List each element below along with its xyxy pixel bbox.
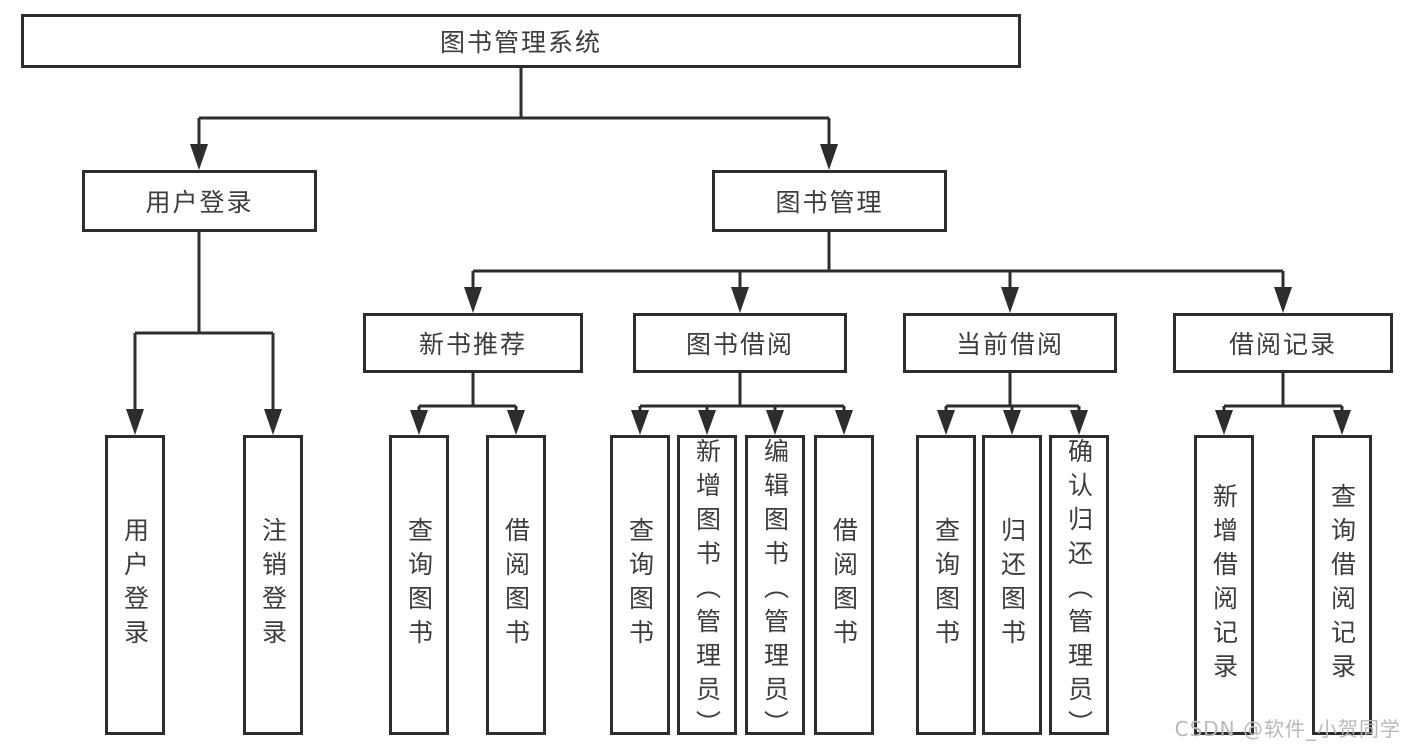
node-label: 注销登录 xyxy=(258,517,288,653)
leaf-add-book-admin: 新增图书（管理员） xyxy=(677,435,737,744)
connector-current-borrow-to-leaves xyxy=(937,373,1088,435)
connector-book-borrow-to-leaves xyxy=(631,373,853,435)
node-label: 查询图书 xyxy=(404,517,434,653)
node-label: 借阅图书 xyxy=(829,517,859,653)
node-label: 图书借阅 xyxy=(685,330,794,359)
node-label: 用户登录 xyxy=(120,517,150,653)
node-label: 新增借阅记录 xyxy=(1209,483,1239,687)
leaf-query-borrow-record: 查询借阅记录 xyxy=(1312,435,1372,735)
node-label: 新增图书（管理员） xyxy=(692,438,722,744)
connector-new-book-recommend-to-leaves xyxy=(410,373,525,435)
connector-borrow-records-to-leaves xyxy=(1215,373,1351,435)
connector-book-management-to-level3 xyxy=(464,232,1292,313)
connector-user-login-to-leaves xyxy=(126,232,282,435)
leaf-query-books-current: 查询图书 xyxy=(916,435,976,735)
node-current-borrow: 当前借阅 xyxy=(903,313,1117,373)
leaf-borrow-books-recommend: 借阅图书 xyxy=(486,435,546,735)
leaf-edit-book-admin: 编辑图书（管理员） xyxy=(745,435,805,744)
node-borrow-records: 借阅记录 xyxy=(1173,313,1393,373)
node-library-system: 图书管理系统 xyxy=(21,14,1021,68)
leaf-query-books-recommend: 查询图书 xyxy=(389,435,449,735)
leaf-logout-login: 注销登录 xyxy=(243,435,303,735)
node-label: 归还图书 xyxy=(997,517,1027,653)
leaf-add-borrow-record: 新增借阅记录 xyxy=(1194,435,1254,735)
node-label: 图书管理系统 xyxy=(439,28,602,57)
node-label: 确认归还（管理员） xyxy=(1064,438,1094,744)
node-label: 当前借阅 xyxy=(955,330,1064,359)
node-label: 借阅记录 xyxy=(1228,330,1337,359)
node-label: 用户登录 xyxy=(145,188,254,217)
leaf-borrow-books: 借阅图书 xyxy=(814,435,874,735)
leaf-return-book: 归还图书 xyxy=(982,435,1042,735)
node-label: 查询图书 xyxy=(625,517,655,653)
csdn-watermark: CSDN @软件_小贺同学 xyxy=(1174,717,1401,741)
node-label: 借阅图书 xyxy=(501,517,531,653)
leaf-user-login: 用户登录 xyxy=(105,435,165,735)
leaf-confirm-return-admin: 确认归还（管理员） xyxy=(1049,435,1109,744)
node-label: 编辑图书（管理员） xyxy=(760,438,790,744)
node-book-management: 图书管理 xyxy=(712,170,947,232)
leaf-query-books-borrow: 查询图书 xyxy=(610,435,670,735)
node-user-login: 用户登录 xyxy=(82,170,317,232)
node-book-borrow: 图书借阅 xyxy=(633,313,847,373)
node-label: 查询图书 xyxy=(931,517,961,653)
node-new-book-recommend: 新书推荐 xyxy=(363,313,583,373)
connector-root-to-level2 xyxy=(190,68,838,170)
node-label: 查询借阅记录 xyxy=(1327,483,1357,687)
node-label: 图书管理 xyxy=(775,188,884,217)
node-label: 新书推荐 xyxy=(418,330,527,359)
